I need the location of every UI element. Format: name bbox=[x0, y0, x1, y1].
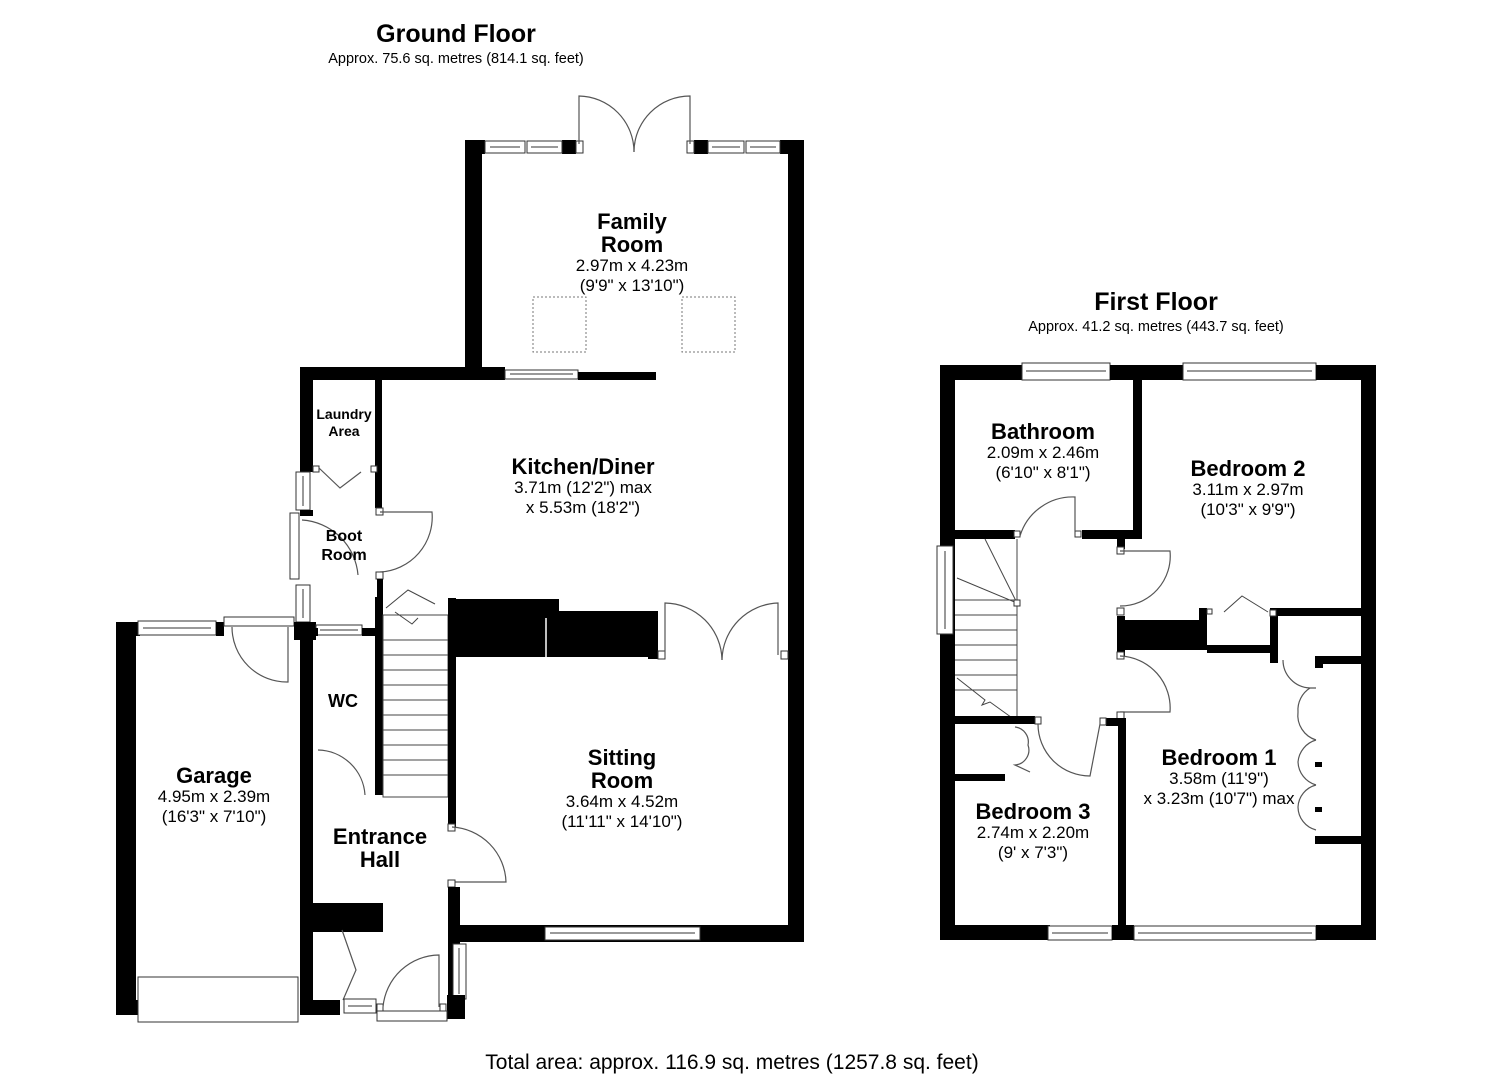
skylight-icon bbox=[681, 296, 736, 353]
sitting-room-door bbox=[451, 826, 507, 883]
ground-stairs bbox=[382, 589, 449, 798]
wc-door bbox=[317, 749, 366, 796]
kitchen-diner-label: Kitchen/Diner 3.71m (12'2") max x 5.53m … bbox=[511, 454, 655, 517]
bathroom-label: Bathroom 2.09m x 2.46m (6'10" x 8'1") bbox=[986, 419, 1100, 482]
first-floor-stairs bbox=[955, 538, 1021, 721]
bedroom-3-door bbox=[1037, 723, 1101, 777]
bedroom-1-door bbox=[1119, 655, 1171, 713]
family-room-label: Family Room 2.97m x 4.23m (9'9" x 13'10"… bbox=[575, 209, 689, 295]
boot-room-label: Boot Room bbox=[321, 528, 367, 565]
ground-floor-area: Approx. 75.6 sq. metres (814.1 sq. feet) bbox=[328, 51, 584, 67]
entrance-hall-label: Entrance Hall bbox=[332, 824, 428, 873]
front-door-step bbox=[376, 1010, 448, 1022]
bedroom-2-door bbox=[1119, 550, 1171, 607]
bathroom-door bbox=[1019, 496, 1076, 537]
ground-floor-plan bbox=[116, 95, 804, 1023]
boot-room-door bbox=[301, 519, 359, 576]
sitting-room-double-door bbox=[664, 602, 723, 661]
bedroom-2-label: Bedroom 2 3.11m x 2.97m (10'3" x 9'9") bbox=[1190, 456, 1306, 519]
sitting-room-label: Sitting Room 3.64m x 4.52m (11'11" x 14'… bbox=[561, 745, 683, 831]
bedroom-1-label: Bedroom 1 3.58m (11'9") x 3.23m (10'7") … bbox=[1143, 745, 1295, 808]
laundry-area-label: Laundry Area bbox=[316, 406, 372, 439]
bedroom-3-label: Bedroom 3 2.74m x 2.20m (9' x 7'3") bbox=[975, 799, 1091, 862]
garage-side-door bbox=[231, 626, 289, 683]
first-floor-heading: First Floor Approx. 41.2 sq. metres (443… bbox=[1028, 288, 1284, 335]
cupboard-bifold-door bbox=[341, 929, 357, 1001]
first-floor-plan bbox=[936, 362, 1376, 941]
ground-floor-title: Ground Floor bbox=[376, 20, 536, 48]
total-area: Total area: approx. 116.9 sq. metres (12… bbox=[485, 1051, 979, 1074]
ground-floor-heading: Ground Floor Approx. 75.6 sq. metres (81… bbox=[328, 20, 584, 67]
family-room-french-doors bbox=[575, 95, 695, 154]
front-door bbox=[382, 954, 440, 1008]
bedroom-3-cupboard-door bbox=[1012, 726, 1031, 773]
laundry-bifold-door bbox=[318, 467, 362, 489]
skylight-icon bbox=[532, 296, 587, 353]
family-room-windows bbox=[484, 140, 781, 154]
first-floor-title: First Floor bbox=[1094, 288, 1218, 316]
cupboard-bifold-door bbox=[1223, 595, 1269, 613]
garage-label: Garage 4.95m x 2.39m (16'3" x 7'10") bbox=[157, 763, 271, 826]
wc-label: WC bbox=[328, 691, 358, 711]
first-floor-area: Approx. 41.2 sq. metres (443.7 sq. feet) bbox=[1028, 319, 1284, 335]
garage-door bbox=[137, 976, 299, 1023]
wardrobe-doors bbox=[1282, 659, 1317, 831]
